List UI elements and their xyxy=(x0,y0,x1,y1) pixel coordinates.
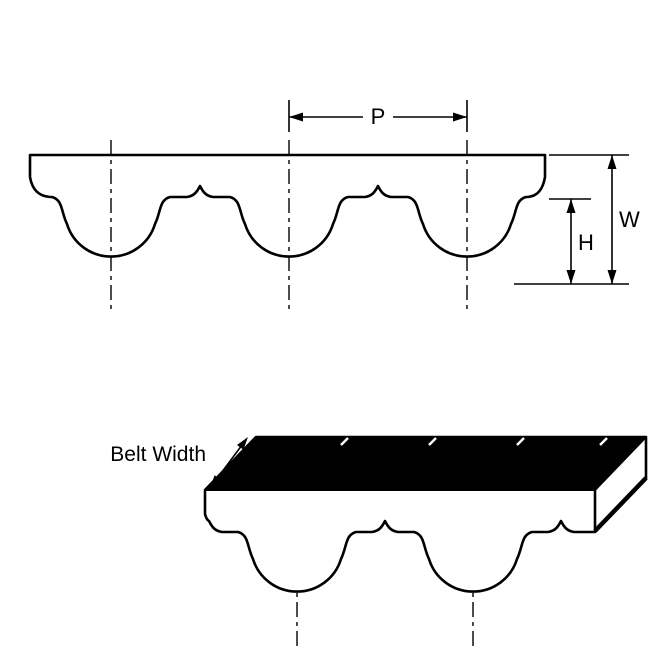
arrowhead-right xyxy=(453,112,467,122)
arrowhead-down-left xyxy=(210,475,221,488)
arrowhead-up xyxy=(566,199,576,213)
belt-top-face xyxy=(204,436,647,491)
arrowhead-up xyxy=(607,155,617,169)
belt-width-label: Belt Width xyxy=(110,443,206,466)
arrowhead-left xyxy=(289,112,303,122)
end-face-bottom-edge xyxy=(593,476,648,533)
belt-profile-outline xyxy=(28,153,547,258)
belt-width-arrow-line xyxy=(212,440,246,485)
belt-cross-section-view: P W H xyxy=(28,100,640,309)
groove-mark xyxy=(428,437,437,446)
groove-mark xyxy=(340,437,349,446)
belt-width-annotation: Belt Width xyxy=(110,437,248,488)
arrowhead-up-right xyxy=(237,437,248,450)
arrowhead-down xyxy=(607,270,617,284)
tooth-height-label: H xyxy=(578,230,594,255)
groove-mark xyxy=(599,437,608,446)
belt-height-label: W xyxy=(619,207,640,232)
pitch-label: P xyxy=(371,104,386,129)
belt-perspective-view: Belt Width xyxy=(110,435,648,647)
arrowhead-down xyxy=(566,270,576,284)
pitch-dimension: P xyxy=(288,100,468,132)
tooth-height-dimension: H xyxy=(549,198,594,284)
groove-mark xyxy=(516,437,525,446)
